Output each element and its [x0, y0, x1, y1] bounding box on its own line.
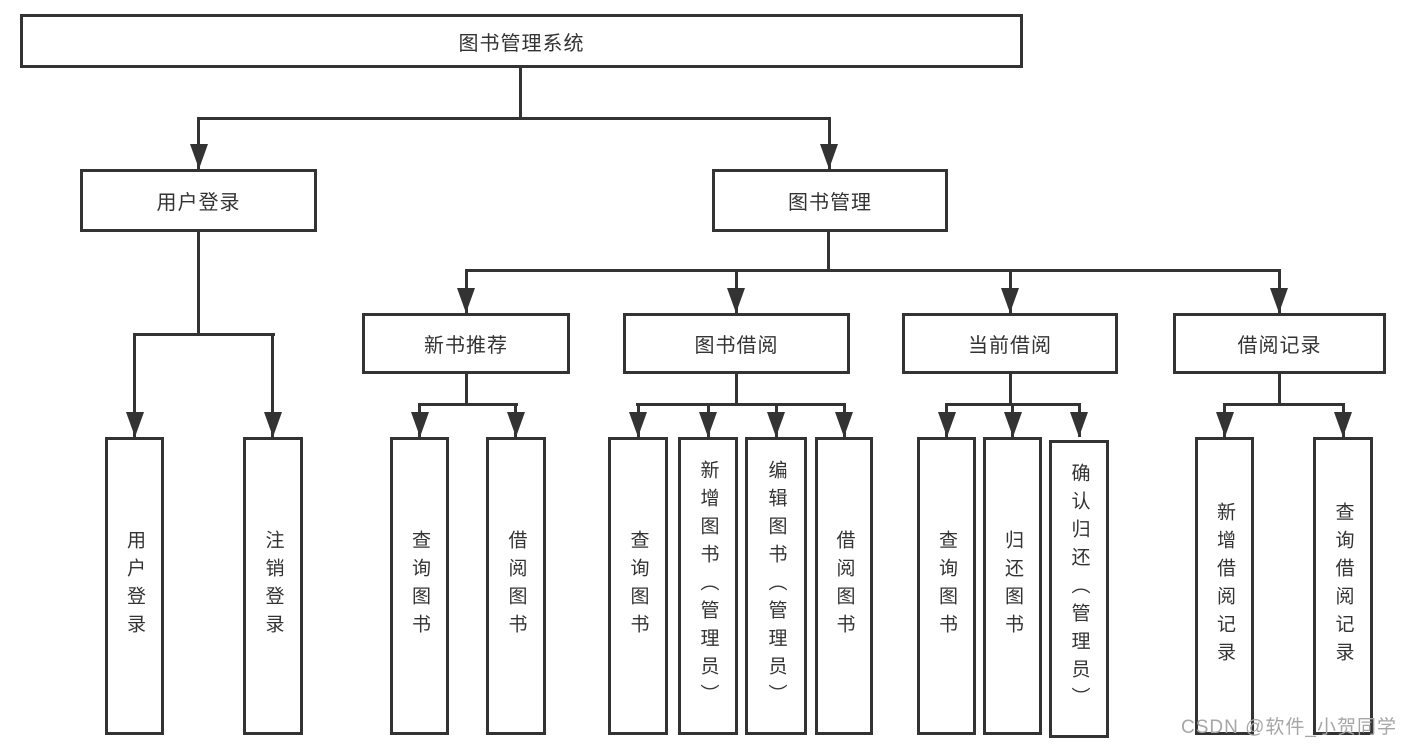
leaf-records-query-record-label: 查询借阅记录 — [1332, 502, 1354, 670]
node-book-management: 图书管理 — [712, 169, 948, 232]
arrowhead-icon — [1070, 412, 1088, 437]
leaf-borrowing-borrow-books-label: 借阅图书 — [833, 530, 855, 642]
edge-userlogin-drop-2 — [271, 333, 274, 437]
leaf-borrowing-add-books-label: 新增图书（管理员） — [697, 460, 719, 712]
edge-nb-rail — [418, 403, 518, 406]
node-borrowing-records-label: 借阅记录 — [1237, 335, 1322, 357]
leaf-records-add-record: 新增借阅记录 — [1195, 437, 1254, 735]
node-user-login: 用户登录 — [80, 169, 317, 232]
arrowhead-icon — [457, 288, 475, 313]
node-user-login-label: 用户登录 — [156, 192, 241, 214]
node-current-borrowing: 当前借阅 — [902, 313, 1118, 374]
leaf-records-add-record-label: 新增借阅记录 — [1214, 502, 1235, 670]
leaf-borrowing-edit-books: 编辑图书（管理员） — [745, 437, 807, 735]
leaf-current-query-books: 查询图书 — [917, 437, 976, 735]
arrowhead-icon — [1334, 412, 1352, 437]
leaf-current-confirm-return: 确认归还（管理员） — [1049, 440, 1109, 738]
arrowhead-icon — [629, 412, 647, 437]
edge-userlogin-drop-1 — [133, 333, 136, 437]
arrowhead-icon — [190, 144, 208, 169]
edge-root-drop-right — [828, 117, 831, 169]
edge-br-stem — [1278, 374, 1281, 405]
arrowhead-icon — [264, 412, 282, 437]
node-book-management-label: 图书管理 — [788, 192, 872, 214]
node-root-label: 图书管理系统 — [458, 32, 585, 55]
node-root: 图书管理系统 — [20, 14, 1023, 68]
arrowhead-icon — [727, 288, 745, 313]
edge-cb-stem — [1009, 374, 1012, 405]
leaf-current-confirm-return-label: 确认归还（管理员） — [1068, 463, 1090, 715]
leaf-user-login-label: 用户登录 — [124, 530, 145, 642]
leaf-user-login: 用户登录 — [105, 437, 164, 735]
leaf-newbook-query-books: 查询图书 — [390, 437, 449, 735]
edge-bookmgmt-stem — [827, 232, 830, 272]
edge-root-drop-left — [197, 117, 200, 169]
arrowhead-icon — [1001, 288, 1019, 313]
leaf-current-return-books: 归还图书 — [983, 437, 1042, 735]
edge-userlogin-stem — [197, 232, 200, 335]
leaf-records-query-record: 查询借阅记录 — [1313, 437, 1373, 735]
leaf-borrowing-borrow-books: 借阅图书 — [815, 437, 873, 735]
arrowhead-icon — [699, 412, 717, 437]
edge-root-stem — [519, 68, 522, 119]
arrowhead-icon — [767, 412, 785, 437]
edge-bb-rail — [636, 403, 846, 406]
edge-bookmgmt-rail — [465, 269, 1281, 272]
csdn-watermark: CSDN @软件_小贺同学 — [1181, 717, 1397, 738]
arrowhead-icon — [1270, 288, 1288, 313]
arrowhead-icon — [938, 412, 956, 437]
leaf-current-query-books-label: 查询图书 — [936, 530, 957, 642]
edge-userlogin-rail — [133, 333, 275, 336]
node-borrowing-records: 借阅记录 — [1173, 313, 1386, 374]
node-new-book-recommend: 新书推荐 — [362, 313, 570, 374]
arrowhead-icon — [820, 144, 838, 169]
arrowhead-icon — [1216, 412, 1234, 437]
leaf-borrowing-query-books-label: 查询图书 — [627, 530, 649, 642]
leaf-logout-login: 注销登录 — [243, 437, 303, 735]
leaf-current-return-books-label: 归还图书 — [1002, 530, 1023, 642]
arrowhead-icon — [507, 412, 525, 437]
leaf-logout-login-label: 注销登录 — [262, 530, 284, 642]
leaf-newbook-borrow-books-label: 借阅图书 — [505, 530, 527, 642]
node-book-borrowing: 图书借阅 — [623, 313, 850, 374]
edge-nb-stem — [465, 374, 468, 405]
leaf-newbook-query-books-label: 查询图书 — [409, 530, 430, 642]
leaf-newbook-borrow-books: 借阅图书 — [486, 437, 546, 735]
arrowhead-icon — [1004, 412, 1022, 437]
arrowhead-icon — [411, 412, 429, 437]
edge-bb-stem — [735, 374, 738, 405]
leaf-borrowing-edit-books-label: 编辑图书（管理员） — [765, 460, 787, 712]
node-current-borrowing-label: 当前借阅 — [968, 335, 1052, 357]
edge-br-rail — [1223, 403, 1345, 406]
arrowhead-icon — [835, 412, 853, 437]
edge-root-rail — [197, 117, 831, 120]
leaf-borrowing-add-books: 新增图书（管理员） — [678, 437, 738, 735]
arrowhead-icon — [126, 412, 144, 437]
node-book-borrowing-label: 图书借阅 — [694, 335, 779, 357]
node-new-book-recommend-label: 新书推荐 — [424, 335, 508, 357]
leaf-borrowing-query-books: 查询图书 — [608, 437, 668, 735]
